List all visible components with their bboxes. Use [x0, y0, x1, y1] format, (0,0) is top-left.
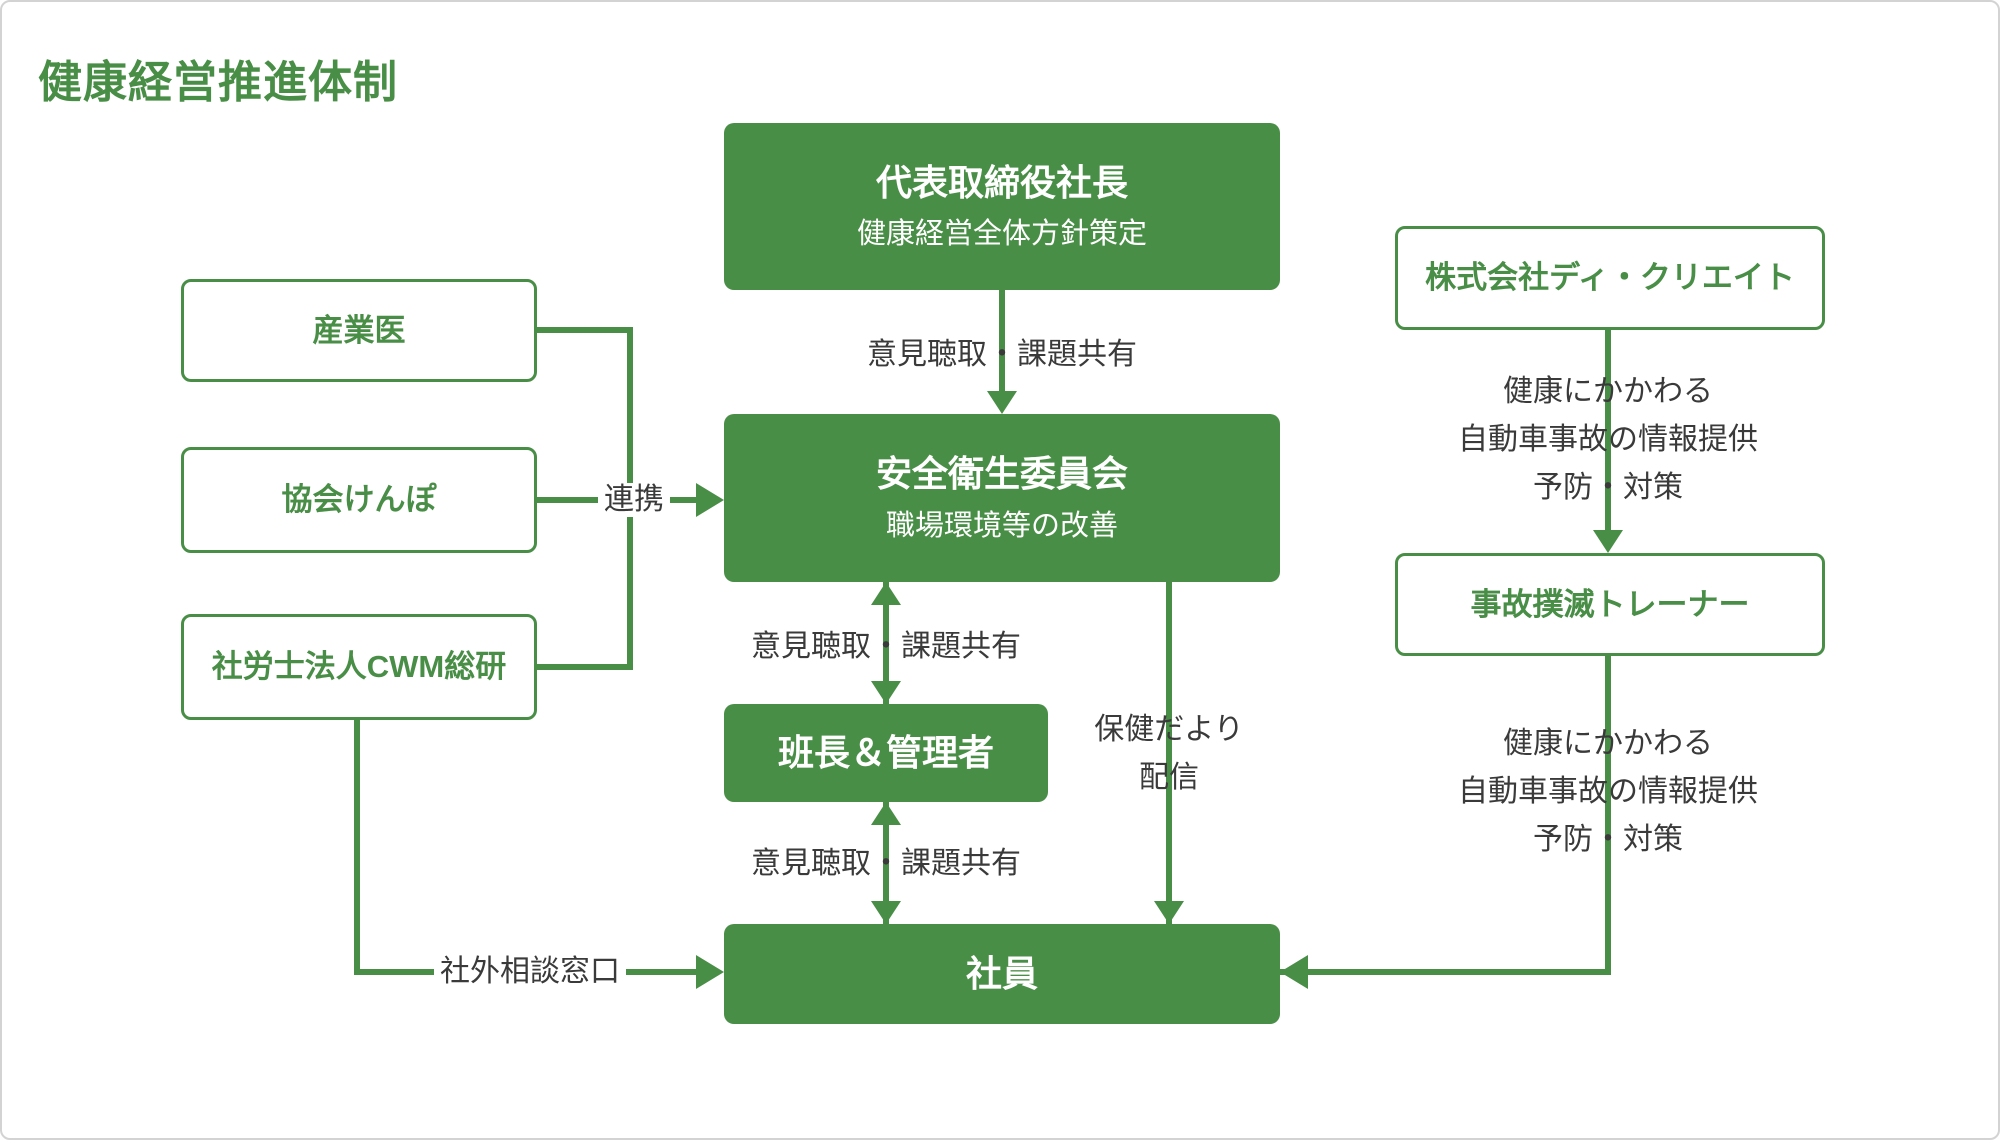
- leaders-employees-line: [883, 802, 889, 924]
- arrowhead-right-employees: [696, 955, 724, 989]
- edge-label-dcreate-trainer-line1: 健康にかかわる: [1503, 375, 1713, 408]
- edge-label-dcreate-trainer-line2: 自動車事故の情報提供: [1458, 423, 1758, 456]
- arrowhead-down-employees-newsletter: [1154, 901, 1184, 924]
- edge-label-committee-leaders: 意見聴取・課題共有: [751, 630, 1021, 663]
- box-trainer: 事故撲滅トレーナー: [1395, 553, 1825, 656]
- dcreate-trainer-line: [1605, 330, 1611, 532]
- box-cwm-soken: 社労士法人CWM総研: [181, 614, 537, 720]
- edge-label-newsletter-line1: 保健だより: [1094, 713, 1244, 746]
- box-industrial-physician-title: 産業医: [312, 312, 406, 348]
- edge-label-leaders-employees: 意見聴取・課題共有: [751, 847, 1021, 880]
- box-committee: 安全衛生委員会 職場環境等の改善: [724, 414, 1280, 582]
- trainer-employees-vertical-line: [1605, 656, 1611, 975]
- committee-leaders-line: [883, 582, 889, 704]
- edge-label-dcreate-trainer: 健康にかかわる 自動車事故の情報提供 予防・対策: [1458, 368, 1758, 512]
- box-industrial-physician: 産業医: [181, 279, 537, 382]
- edge-label-president-committee: 意見聴取・課題共有: [867, 338, 1137, 371]
- box-employees: 社員: [724, 924, 1280, 1024]
- edge-label-trainer-employees-line3: 予防・対策: [1533, 823, 1683, 856]
- box-trainer-title: 事故撲滅トレーナー: [1470, 586, 1750, 622]
- arrowhead-down-employees-center: [871, 901, 901, 924]
- edge-label-trainer-employees-line2: 自動車事故の情報提供: [1458, 775, 1758, 808]
- edge-label-newsletter: 保健だより 配信: [1094, 706, 1243, 802]
- box-kyokai-kenpo: 協会けんぽ: [181, 447, 537, 553]
- president-committee-line: [999, 290, 1005, 394]
- edge-label-newsletter-line2: 配信: [1139, 761, 1199, 794]
- edge-label-consultation: 社外相談窓口: [434, 955, 626, 989]
- cwm-connector-line: [537, 664, 633, 670]
- committee-employees-newsletter-line: [1166, 582, 1172, 924]
- edge-label-trainer-employees: 健康にかかわる 自動車事故の情報提供 予防・対策: [1458, 720, 1758, 864]
- arrowhead-down-committee: [987, 391, 1017, 414]
- box-committee-title: 安全衛生委員会: [875, 453, 1128, 495]
- box-president: 代表取締役社長 健康経営全体方針策定: [724, 123, 1280, 290]
- cwm-consult-vertical-line: [354, 720, 360, 975]
- box-cwm-soken-title: 社労士法人CWM総研: [211, 649, 507, 685]
- box-d-create-title: 株式会社ディ・クリエイト: [1425, 260, 1795, 296]
- box-d-create: 株式会社ディ・クリエイト: [1395, 226, 1825, 330]
- arrowhead-right-committee: [696, 483, 724, 517]
- box-president-title: 代表取締役社長: [875, 161, 1128, 203]
- arrowhead-down-leaders: [871, 681, 901, 704]
- box-leaders-title: 班長＆管理者: [777, 732, 994, 774]
- box-president-subtitle: 健康経営全体方針策定: [856, 218, 1147, 251]
- physician-connector-line: [537, 327, 633, 333]
- arrowhead-up-committee: [871, 582, 901, 605]
- arrowhead-left-employees: [1280, 955, 1308, 989]
- arrowhead-down-trainer: [1593, 530, 1623, 553]
- box-employees-title: 社員: [965, 953, 1038, 995]
- box-committee-subtitle: 職場環境等の改善: [885, 509, 1118, 542]
- box-kyokai-kenpo-title: 協会けんぽ: [281, 482, 437, 518]
- box-leaders: 班長＆管理者: [724, 704, 1048, 802]
- trainer-employees-horizontal-line: [1280, 969, 1611, 975]
- arrowhead-up-leaders: [871, 802, 901, 825]
- edge-label-trainer-employees-line1: 健康にかかわる: [1503, 727, 1713, 760]
- edge-label-dcreate-trainer-line3: 予防・対策: [1533, 471, 1683, 504]
- page-title: 健康経営推進体制: [38, 58, 398, 107]
- edge-label-renkei: 連携: [598, 483, 670, 517]
